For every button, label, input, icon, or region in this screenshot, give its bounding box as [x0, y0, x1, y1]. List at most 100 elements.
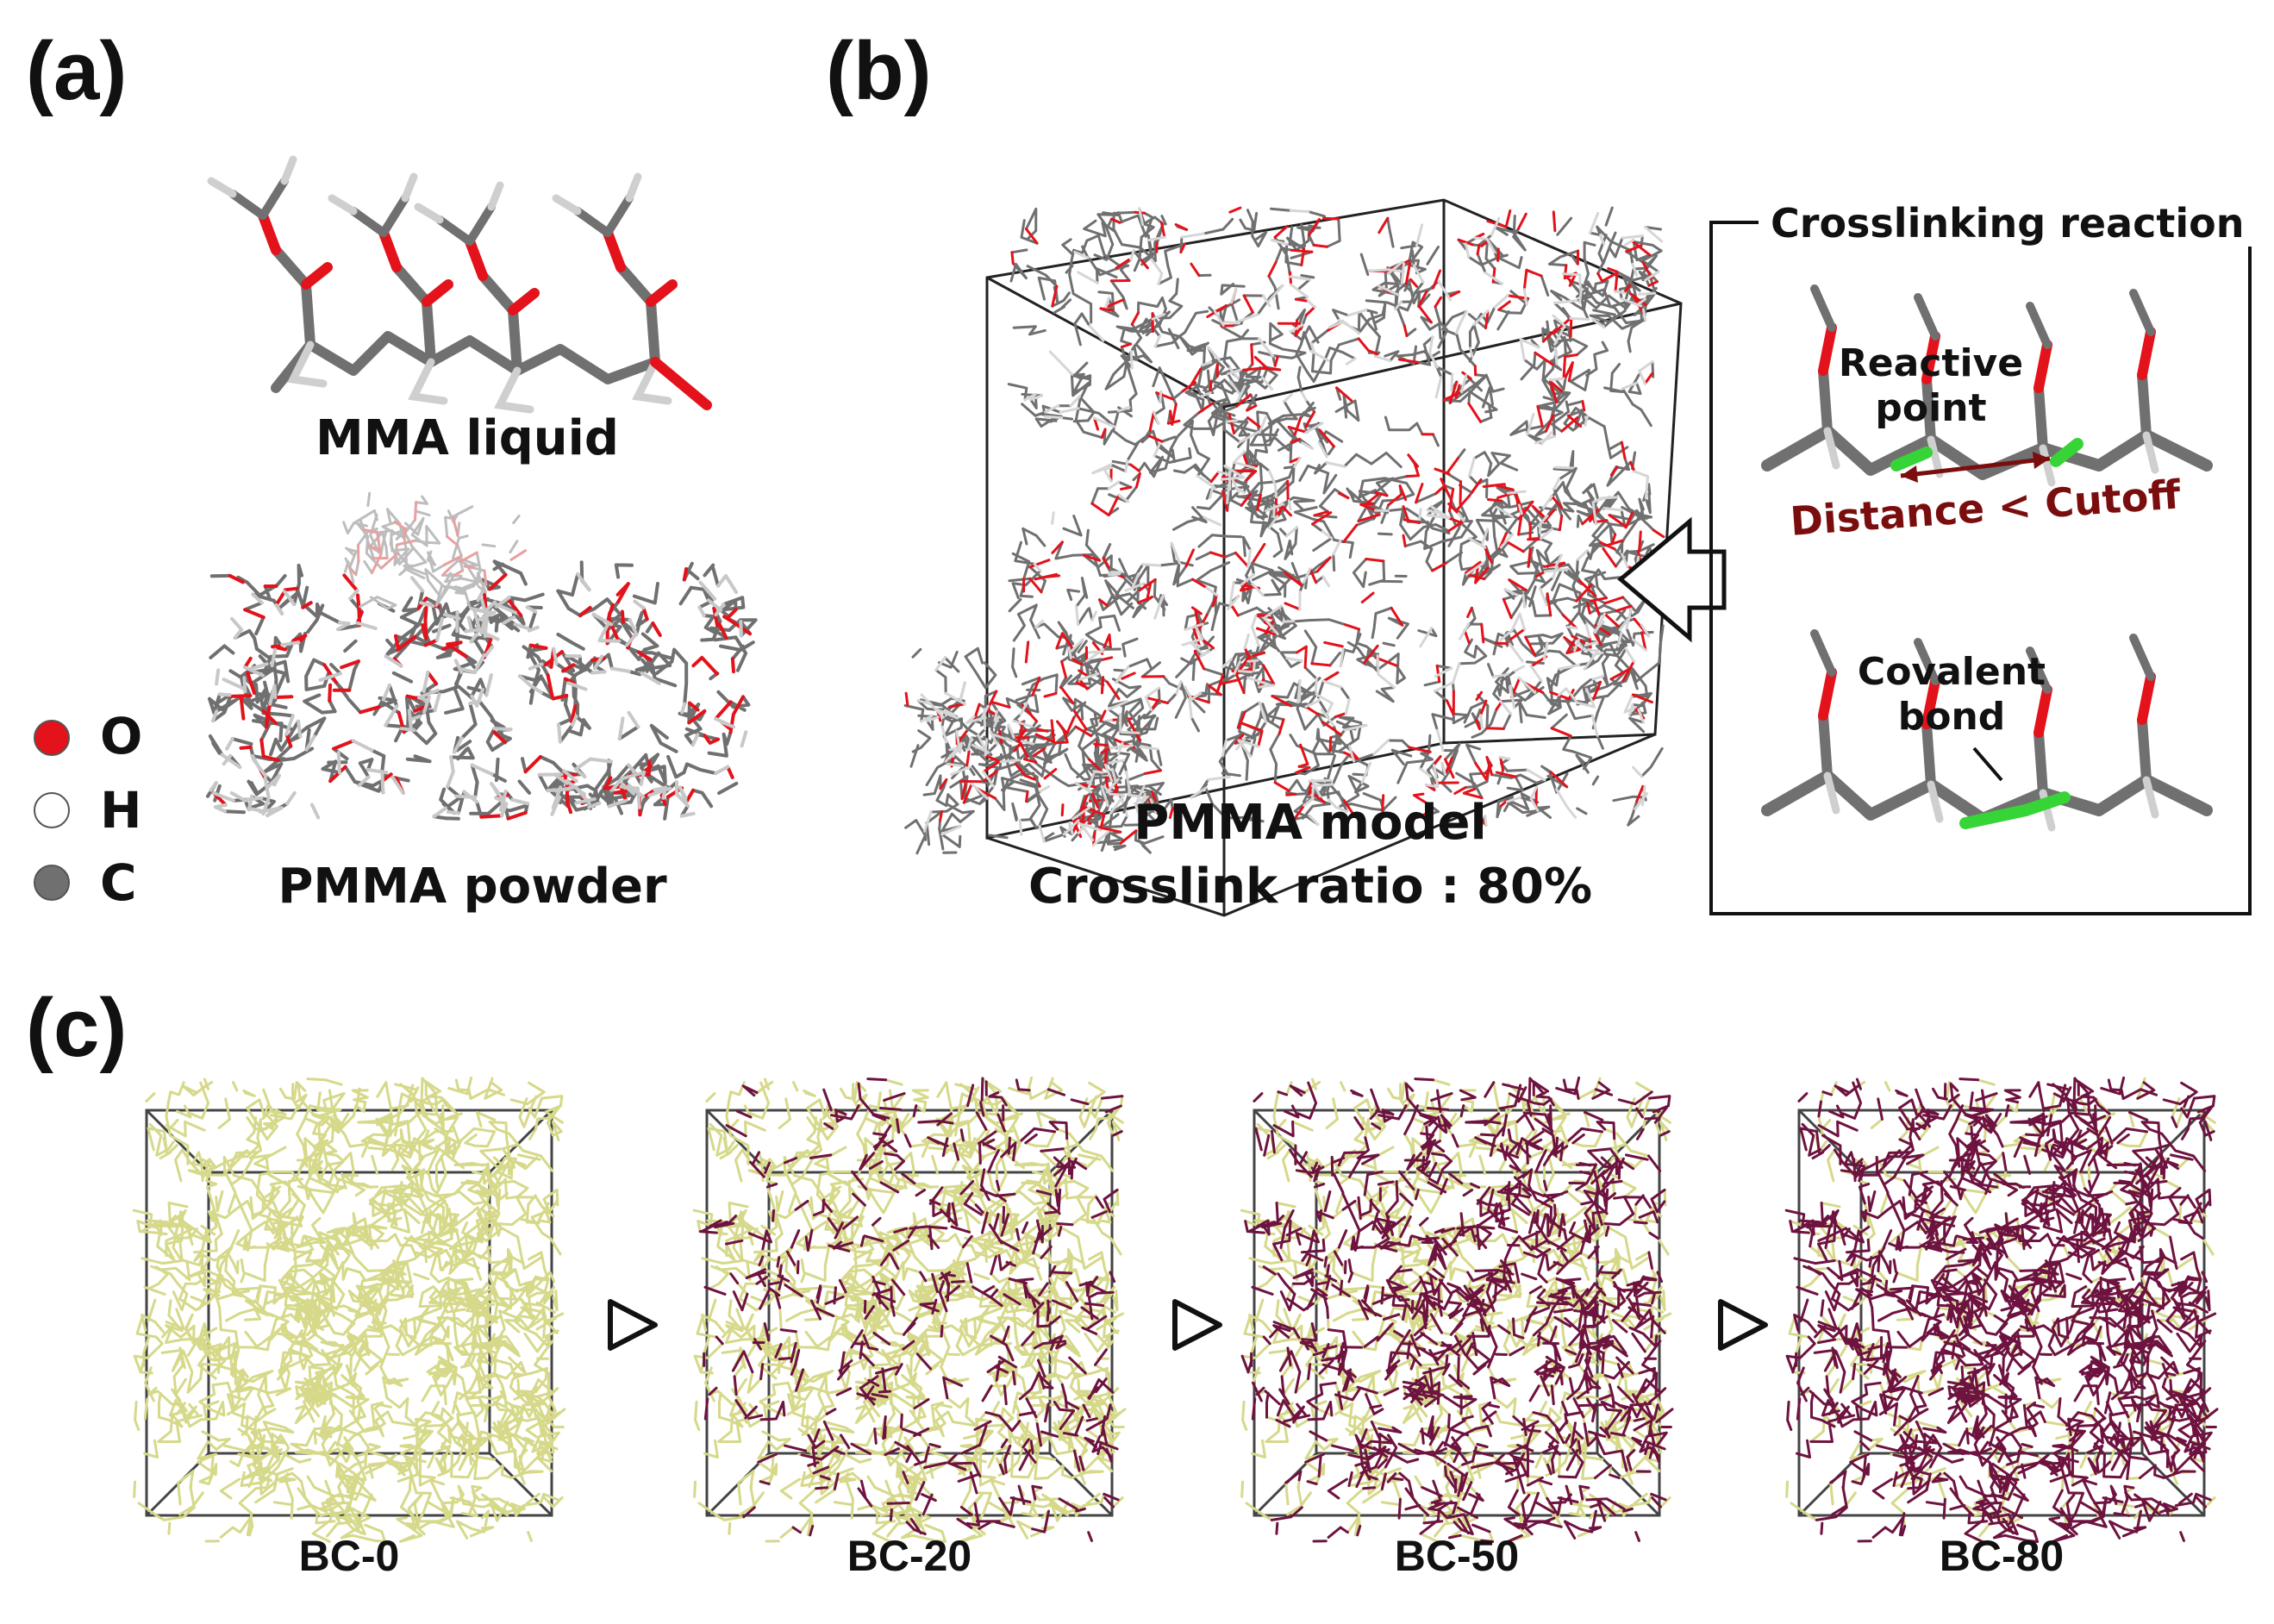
mma-end-oxygen: [650, 357, 712, 410]
mma-hydrogen: [408, 358, 448, 405]
stage-arrow-2: [1718, 1299, 1768, 1351]
reaction-bottom-methyl: [1810, 629, 1836, 677]
reaction-top-highlight: [1890, 447, 1933, 472]
mma-methyl: [573, 194, 634, 237]
covalent-pointer: [1972, 746, 2003, 782]
legend-label-carbon: C: [100, 853, 137, 912]
mma-carbonyl: [508, 288, 540, 315]
atom-legend-dots: [34, 720, 70, 901]
mma-hydrogen: [287, 340, 328, 388]
mma-ester-oxygen: [258, 210, 281, 255]
reaction-bottom-oxygen: [1921, 676, 1940, 729]
stage-arrow-1: [1172, 1299, 1222, 1351]
legend-label-oxygen: O: [100, 707, 143, 765]
reaction-bottom-methyl: [1914, 638, 1940, 685]
stage-label-bc-20: BC-20: [847, 1532, 972, 1580]
crosslink-ratio-caption: Crosslink ratio : 80%: [1028, 859, 1593, 915]
reaction-bottom-hydrogen: [1927, 780, 1944, 823]
reaction-after-molecule: [1761, 629, 2213, 832]
stage-label-bc-80: BC-80: [1939, 1532, 2065, 1580]
crosslink-stage-boxes: [132, 1076, 2219, 1543]
crosslinking-reaction-box: [1709, 221, 2252, 915]
pmma-model-molecules: [903, 206, 1665, 855]
pmma-powder-faded-bond: [342, 491, 521, 610]
mma-side-chain: [271, 245, 315, 350]
reaction-bottom-methyl: [2129, 634, 2155, 681]
reaction-bottom-side: [1818, 710, 1833, 781]
mma-hydrogen: [414, 181, 504, 224]
pmma-model-bond: [1023, 207, 1664, 827]
reaction-bottom-oxygen: [1818, 667, 1837, 721]
reaction-bottom-highlight: [2020, 791, 2071, 816]
reaction-box-frame: [1709, 221, 2252, 915]
stage-bond: [698, 1077, 1124, 1542]
stage-box-1: [692, 1076, 1127, 1543]
mma-carbonyl: [301, 262, 333, 290]
reaction-top-side: [1921, 374, 1936, 445]
reaction-top-hydrogen: [2142, 431, 2159, 474]
reaction-top-side: [1818, 365, 1833, 436]
covalent-bond-label: Covalent bond: [1857, 650, 2046, 739]
mma-side-chain: [615, 262, 660, 367]
mma-hydrogen: [552, 172, 642, 215]
reaction-top-oxygen: [1921, 331, 1940, 384]
distance-arrow-line: [1900, 456, 2051, 478]
reaction-top-oxygen: [1818, 322, 1837, 376]
stage-arrow-0: [608, 1299, 658, 1351]
mma-methyl: [435, 203, 496, 246]
reaction-top-side: [2137, 370, 2152, 440]
stage-box-0: [132, 1076, 566, 1543]
reaction-before-molecule: [1761, 284, 2213, 487]
crosslinking-reaction-title: Crosslinking reaction: [1759, 200, 2257, 247]
mma-hydrogen: [632, 358, 672, 405]
hollow-arrow-shape: [1617, 516, 1727, 643]
reactive-point-label: Reactive point: [1838, 341, 2024, 430]
reaction-top-methyl: [1810, 284, 1836, 332]
reaction-bottom-hydrogen: [2142, 776, 2159, 819]
stage-perspective-edges: [705, 1109, 1114, 1517]
mma-carbonyl: [422, 279, 453, 307]
reaction-bottom-methyl: [2026, 646, 2052, 694]
mma-carbonyl: [646, 279, 678, 307]
stage-perspective-edges: [145, 1109, 553, 1517]
reaction-top-hydrogen: [2039, 444, 2056, 487]
mma-methyl: [228, 177, 289, 220]
pmma-model-bond: [916, 646, 1160, 846]
distance-arrowheads: [1901, 452, 2050, 483]
stage-bond: [132, 1076, 566, 1543]
stage-perspective-edges: [1253, 1109, 1661, 1517]
reaction-top-backbone: [1761, 425, 2213, 480]
reaction-bottom-highlight: [1959, 804, 2032, 829]
hollow-arrow-left: [1617, 516, 1727, 643]
reaction-top-oxygen: [2033, 340, 2052, 393]
reaction-bottom-oxygen: [2033, 684, 2052, 738]
legend-label-hydrogen: H: [100, 781, 142, 840]
stage-perspective-edges: [1797, 1109, 2206, 1517]
pmma-model-caption: PMMA model: [1134, 795, 1487, 851]
pmma-powder-caption: PMMA powder: [278, 859, 667, 915]
reaction-top-hydrogen: [1927, 435, 1944, 478]
reaction-top-hydrogen: [1823, 427, 1840, 470]
reaction-bottom-side: [2033, 728, 2048, 798]
stage-arrows: [608, 1299, 1768, 1351]
reaction-bottom-oxygen: [2137, 671, 2156, 725]
reaction-bottom-side: [2137, 715, 2152, 785]
stage-label-bc-50: BC-50: [1394, 1532, 1520, 1580]
reaction-top-side: [2033, 383, 2048, 453]
mma-hydrogen: [328, 172, 418, 215]
reaction-bottom-hydrogen: [1823, 771, 1840, 815]
pmma-powder-bond: [209, 572, 748, 820]
stage-bond: [1240, 1076, 1674, 1543]
stage-bond: [1784, 1076, 2219, 1543]
mma-hydrogen: [207, 155, 297, 198]
reaction-bottom-side: [1921, 719, 1936, 790]
mma-ester-oxygen: [465, 236, 488, 281]
mma-liquid-caption: MMA liquid: [315, 410, 619, 466]
pmma-powder-molecules: [206, 491, 758, 821]
reaction-top-methyl: [1914, 293, 1940, 340]
mma-ester-oxygen: [378, 228, 402, 272]
reaction-top-methyl: [2026, 302, 2052, 349]
legend-dot-oxygen: [34, 720, 70, 756]
